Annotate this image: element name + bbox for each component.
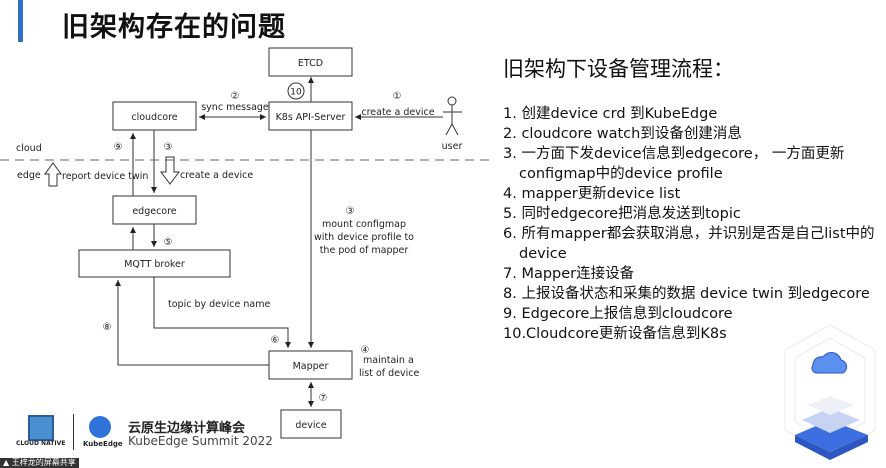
edge-mqtt-mapper [153,277,291,348]
process-step: 7. Mapper连接设备 [503,266,635,282]
process-step: 10.Cloudcore更新设备信息到K8s [503,326,727,342]
node-mapper-label: Mapper [293,361,329,372]
mount-label-3: the pod of mapper [320,245,409,256]
title-accent-bar [18,0,23,42]
step-10-marker: 10 [290,88,302,98]
step-3a-marker: ③ [164,142,173,153]
node-edgecore-label: edgecore [132,206,176,217]
maintain-label-1: maintain a [363,355,414,366]
process-step: 9. Edgecore上报信息到cloudcore [503,306,733,322]
node-etcd-label: ETCD [298,58,323,69]
maintain-label-2: list of device [359,368,420,379]
zone-cloud-label: cloud [16,143,42,154]
report-device-twin-label: report device twin [62,171,148,182]
step-7-marker: ⑦ [319,393,328,404]
node-mapper [268,350,353,380]
report-up-arrow-icon [44,162,62,187]
mount-label-1: mount configmap [322,219,406,230]
node-etcd [268,47,353,77]
logo-separator [73,414,74,450]
kubeedge-logo-icon [89,416,111,438]
slide-title: 旧架构存在的问题 [62,12,286,43]
step-8-marker: ⑧ [103,322,112,333]
cncf-mark-icon [28,415,54,441]
node-k8s-label: K8s API-Server [276,112,346,123]
node-cloudcore-label: cloudcore [131,112,177,123]
sync-message-label: sync message [201,102,269,113]
process-steps-list: 1. 创建device crd 到KubeEdge 2. cloudcore w… [503,104,883,344]
node-edgecore [112,195,197,225]
screen-share-indicator[interactable]: ▲ 王梓龙的屏幕共享 [0,458,79,468]
create-device-edge-label: create a device [180,170,253,181]
step-2-marker: ② [231,91,240,102]
step-9-marker: ⑨ [114,142,123,153]
create-down-arrow-icon [160,156,180,185]
user-label: user [442,141,463,152]
kubeedge-logo-text: KubeEdge [83,440,123,448]
step-4-marker: ④ [361,345,370,356]
step-3b-marker: ③ [346,206,355,217]
summit-name-en: KubeEdge Summit 2022 [128,434,273,448]
topic-label: topic by device name [168,299,270,310]
architecture-diagram: ETCD cloudcore K8s API-Server edgecore M… [0,47,490,439]
edge-mapper-mqtt [115,280,269,366]
node-k8s-api-server [268,101,353,131]
process-heading: 旧架构下设备管理流程： [503,57,734,81]
step-6-marker: ⑥ [271,335,280,346]
zone-edge-label: edge [17,170,41,181]
cloud-platform-illustration [784,324,876,460]
process-step: 4. mapper更新device list [503,186,681,202]
mount-label-2: with device profile to [314,232,414,243]
step-1-marker: ① [393,91,402,102]
step-10-circle [287,82,305,100]
node-device [280,409,342,439]
process-step: 2. cloudcore watch到设备创建消息 [503,126,742,142]
process-step: 8. 上报设备状态和采集的数据 device twin 到edgecore [503,286,870,302]
process-step: 1. 创建device crd 到KubeEdge [503,106,718,122]
user-icon [443,96,462,136]
process-step: 5. 同时edgecore把消息发送到topic [503,206,741,222]
node-cloudcore [112,101,197,131]
summit-name-cn: 云原生边缘计算峰会 [128,421,246,436]
step-5-marker: ⑤ [164,237,173,248]
process-step: 3. 一方面下发device信息到edgecore， 一方面更新configma… [503,146,845,182]
node-mqtt-label: MQTT broker [124,259,185,270]
node-device-label: device [295,420,326,431]
create-device-user-label: create a device [361,107,434,118]
process-step: 6. 所有mapper都会获取消息，并识别是否是自己list中的device [503,226,875,262]
